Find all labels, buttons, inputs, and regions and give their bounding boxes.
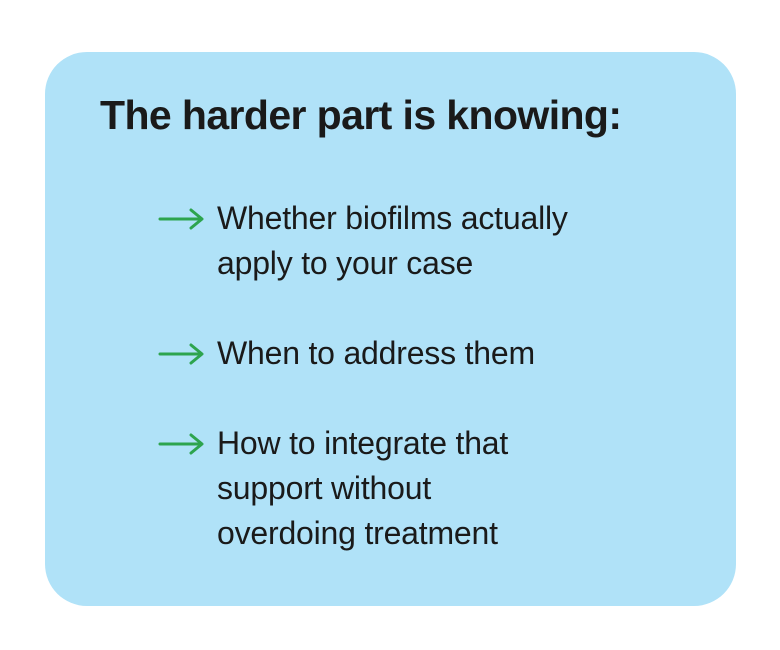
right-arrow-icon [158,208,204,230]
info-card: The harder part is knowing: Whether biof… [45,52,736,606]
bullet-text: How to integrate that support without ov… [217,425,509,551]
bullet-list: Whether biofilms actually apply to your … [100,196,706,556]
bullet-item: When to address them [158,331,706,376]
right-arrow-icon [158,433,204,455]
bullet-text: When to address them [217,335,535,371]
bullet-text: Whether biofilms actually apply to your … [217,200,568,281]
bullet-item: Whether biofilms actually apply to your … [158,196,706,286]
card-title: The harder part is knowing: [100,92,622,138]
bullet-item: How to integrate that support without ov… [158,421,706,556]
right-arrow-icon [158,343,204,365]
